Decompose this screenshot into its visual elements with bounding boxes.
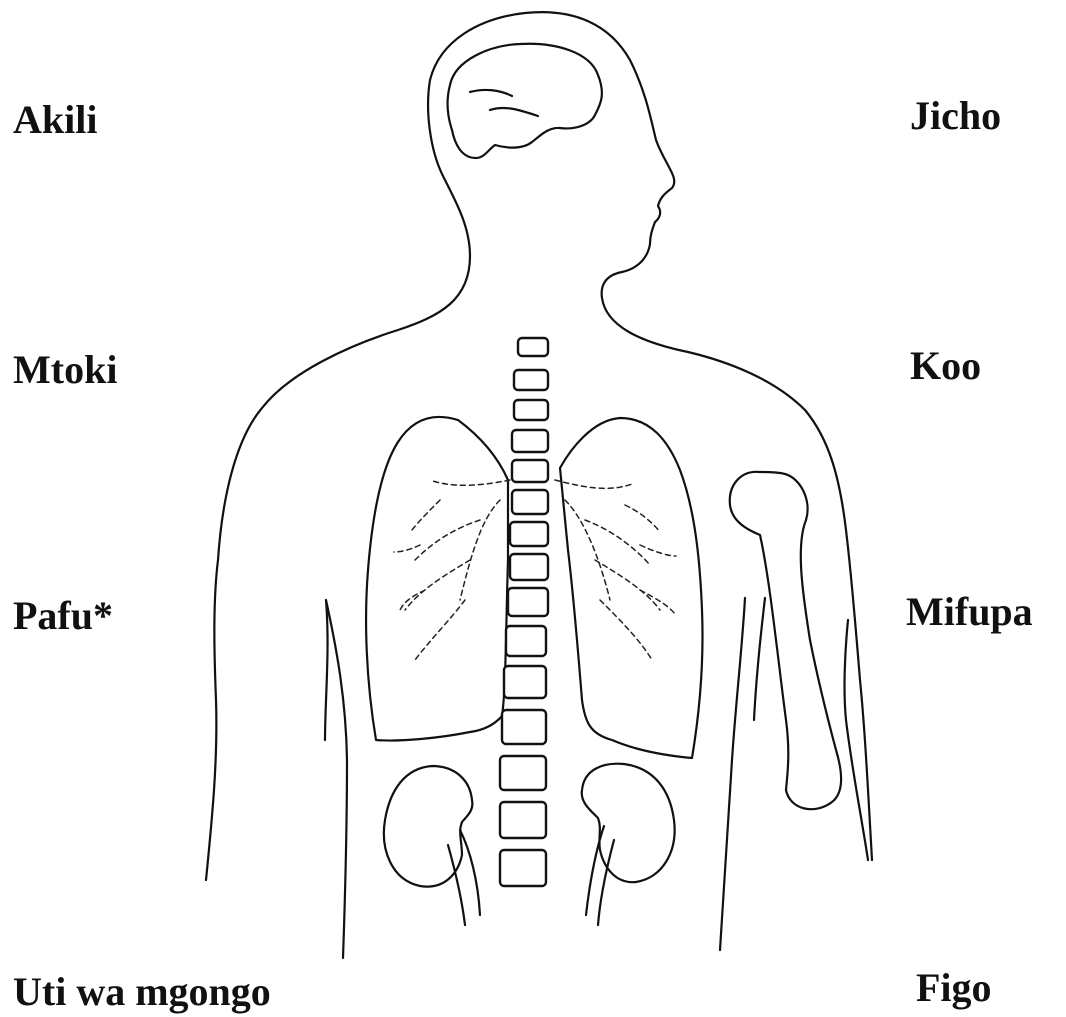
- right-kidney-organ: [582, 764, 675, 882]
- label-uti-wa-mgongo: Uti wa mgongo: [13, 972, 271, 1012]
- left-kidney-organ: [384, 766, 472, 887]
- label-koo: Koo: [910, 346, 981, 386]
- arm-bone: [730, 472, 841, 809]
- label-figo: Figo: [916, 968, 992, 1008]
- spine-vertebrae: [500, 338, 548, 886]
- left-lung-organ: [366, 417, 508, 741]
- label-akili: Akili: [13, 100, 97, 140]
- torso-inner-lines: [720, 598, 765, 950]
- label-jicho: Jicho: [910, 96, 1001, 136]
- label-mtoki: Mtoki: [13, 350, 117, 390]
- brain-organ: [448, 44, 602, 158]
- label-pafu: Pafu*: [13, 596, 113, 636]
- label-mifupa: Mifupa: [906, 592, 1033, 632]
- right-lung-organ: [560, 418, 703, 758]
